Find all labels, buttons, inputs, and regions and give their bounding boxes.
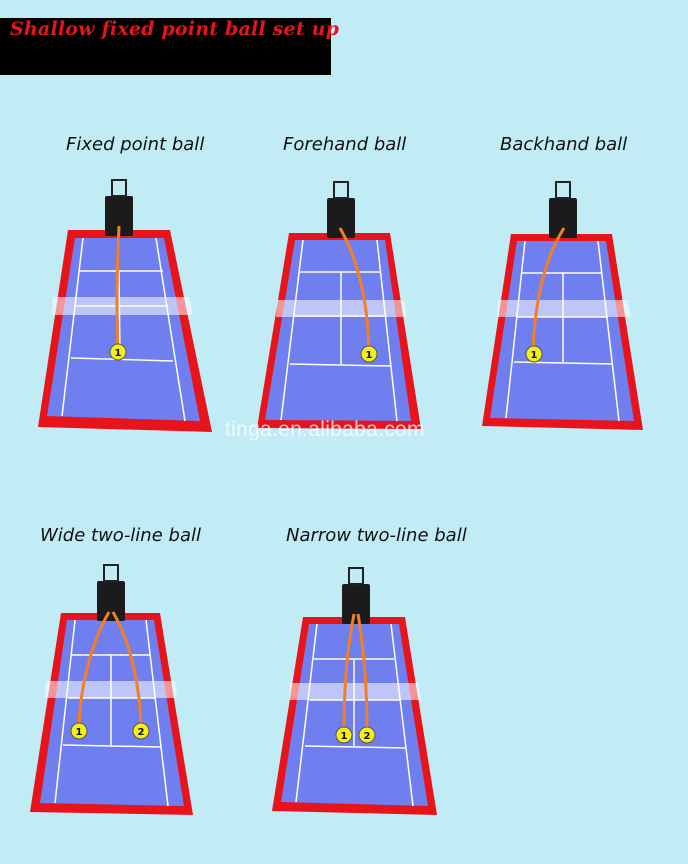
ball-marker: 1 [109, 343, 127, 361]
ball-machine-icon [97, 581, 125, 621]
ball-path-2 [111, 611, 143, 727]
ball-path-1 [77, 611, 111, 727]
court-forehand [257, 181, 421, 429]
svg-text:2: 2 [138, 727, 145, 738]
svg-text:1: 1 [366, 350, 373, 361]
page-title: Shallow fixed point ball set up [10, 18, 340, 40]
panel-label-narrow-two-line: Narrow two-line ball [286, 525, 467, 546]
title-banner [0, 18, 331, 75]
ball-machine-icon [549, 198, 577, 238]
ball-path-1 [531, 227, 566, 351]
court-fixed-point [38, 179, 212, 432]
ball-marker: 1 [70, 722, 88, 740]
panel-label-backhand: Backhand ball [500, 134, 628, 155]
panel-label-forehand: Forehand ball [283, 134, 407, 155]
ball-path-1 [342, 613, 356, 729]
ball-path-2 [356, 613, 369, 729]
ball-path-1 [115, 225, 121, 353]
svg-text:1: 1 [531, 350, 538, 361]
svg-text:1: 1 [341, 731, 348, 742]
ball-marker: 1 [525, 345, 543, 363]
ball-machine-icon [105, 196, 133, 236]
ball-marker: 2 [358, 726, 376, 744]
court-narrow-two-line [272, 567, 437, 815]
ball-machine-icon [342, 584, 370, 624]
ball-marker: 1 [360, 345, 378, 363]
ball-marker: 1 [335, 726, 353, 744]
panel-label-fixed-point: Fixed point ball [66, 134, 205, 155]
court-backhand [482, 181, 643, 430]
ball-path-1 [338, 227, 371, 353]
panel-label-wide-two-line: Wide two-line ball [40, 525, 201, 546]
ball-machine-icon [327, 198, 355, 238]
svg-text:1: 1 [115, 348, 122, 359]
ball-marker: 2 [132, 722, 150, 740]
watermark: tinga.en.alibaba.com [225, 418, 425, 441]
svg-text:1: 1 [76, 727, 83, 738]
court-wide-two-line [30, 564, 193, 815]
svg-text:2: 2 [364, 731, 371, 742]
